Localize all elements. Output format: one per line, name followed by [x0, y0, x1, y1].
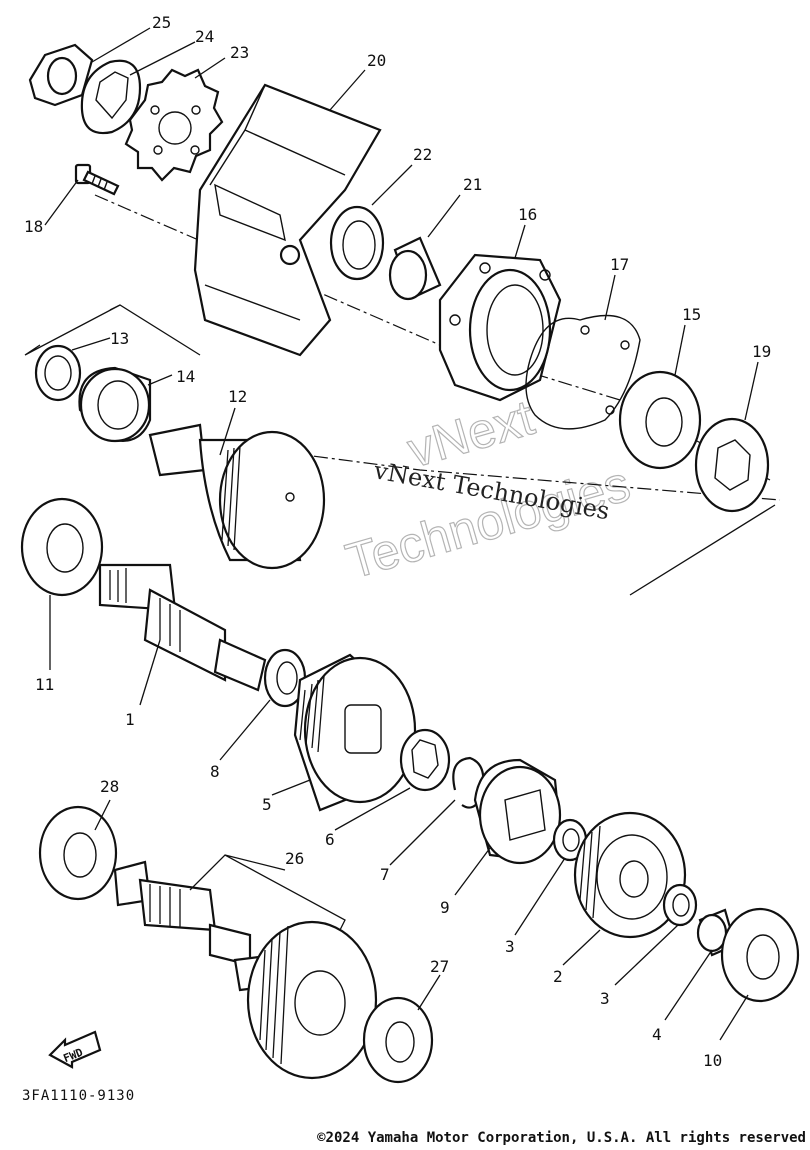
- callout-9: 9: [440, 898, 450, 917]
- copyright-notice: ©2024 Yamaha Motor Corporation, U.S.A. A…: [317, 1130, 806, 1146]
- bearing-10: [720, 907, 800, 1003]
- callout-8: 8: [210, 762, 220, 781]
- washer-3-lower: [662, 883, 698, 927]
- callout-23: 23: [230, 43, 249, 62]
- bolt-18: [74, 163, 120, 196]
- callout-5: 5: [262, 795, 272, 814]
- callout-25: 25: [152, 13, 171, 32]
- callout-17: 17: [610, 255, 629, 274]
- callout-20: 20: [367, 51, 386, 70]
- callout-4: 4: [652, 1025, 662, 1044]
- sprocket-23: [124, 68, 224, 182]
- callout-3-lower: 3: [600, 989, 610, 1008]
- gear-12: [148, 423, 326, 570]
- gear-2: [573, 811, 687, 939]
- callout-24: 24: [195, 27, 214, 46]
- diagram-code: 3FA1110-9130: [22, 1088, 136, 1104]
- bracket-26: [189, 854, 346, 931]
- needle-bearing-14: [78, 366, 152, 443]
- bearing-28: [38, 805, 118, 901]
- callout-2: 2: [553, 967, 563, 986]
- fwd-arrow-icon: FWD: [48, 1030, 102, 1069]
- main-shaft-1: [98, 563, 267, 692]
- bearing-15: [618, 370, 702, 470]
- lock-washer-24: [80, 59, 142, 135]
- callout-26: 26: [285, 849, 304, 868]
- callout-3-upper: 3: [505, 937, 515, 956]
- gear-5: [293, 653, 417, 812]
- callout-1: 1: [125, 710, 135, 729]
- nut-25: [28, 43, 94, 107]
- dog-clutch-9: [473, 758, 562, 865]
- bearing-housing-16: [438, 253, 562, 402]
- callout-22: 22: [413, 145, 432, 164]
- retainer-plate-19: [694, 417, 770, 513]
- callout-19: 19: [752, 342, 771, 361]
- group-bracket-output: [24, 304, 776, 596]
- collar-21: [388, 236, 442, 301]
- callout-21: 21: [463, 175, 482, 194]
- callout-16: 16: [518, 205, 537, 224]
- callout-14: 14: [176, 367, 195, 386]
- callout-12: 12: [228, 387, 247, 406]
- callout-28: 28: [100, 777, 119, 796]
- gasket-17: [525, 314, 641, 430]
- callout-labels: 25 24 23 20 22 21 16 17 15 19 18 13 14 1…: [24, 13, 771, 1070]
- bearing-11: [20, 497, 104, 597]
- washer-6: [399, 728, 451, 792]
- callout-10: 10: [703, 1051, 722, 1070]
- bearing-27: [362, 996, 434, 1084]
- callout-15: 15: [682, 305, 701, 324]
- oil-seal-22: [329, 205, 385, 281]
- leader-lines: [44, 27, 759, 1041]
- callout-6: 6: [325, 830, 335, 849]
- callout-18: 18: [24, 217, 43, 236]
- callout-7: 7: [380, 865, 390, 884]
- gear-26: [246, 920, 378, 1080]
- washer-13: [34, 344, 82, 402]
- callout-27: 27: [430, 957, 449, 976]
- case-cover-20: [193, 83, 382, 357]
- callout-11: 11: [35, 675, 54, 694]
- callout-13: 13: [110, 329, 129, 348]
